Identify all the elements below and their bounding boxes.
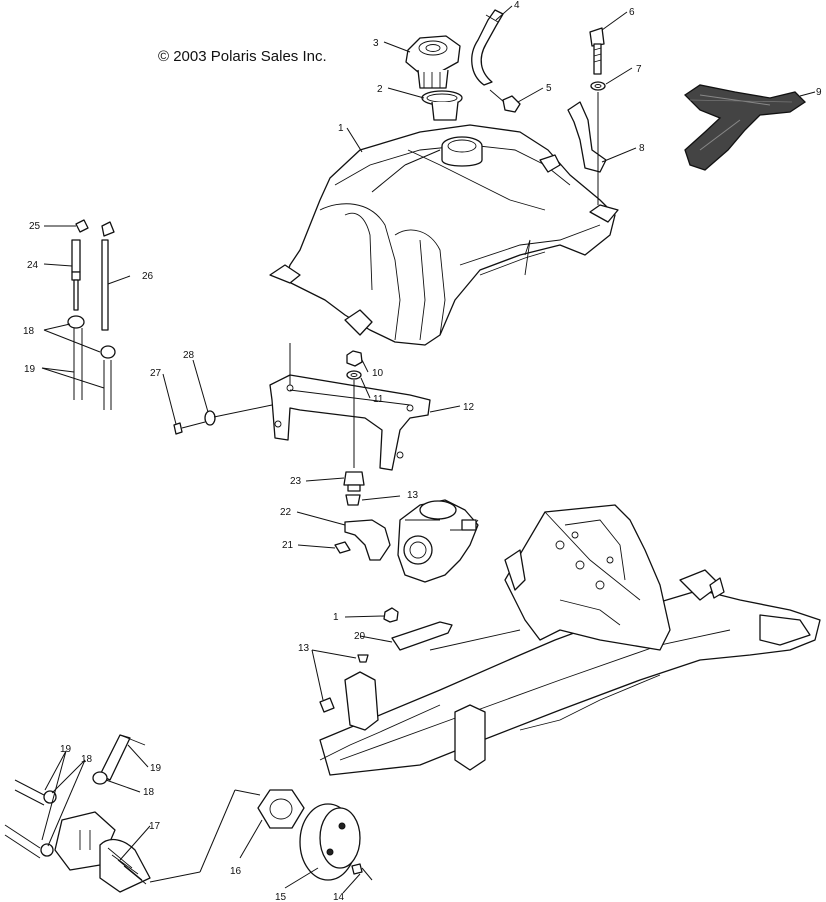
callout-14: 14: [333, 892, 345, 902]
bolt-13b: [319, 697, 335, 713]
support-bracket: [269, 343, 431, 471]
carburetor: [397, 499, 479, 583]
callout-23: 23: [290, 476, 302, 487]
callout-9: 9: [816, 87, 822, 98]
callout-18-lower-b: 18: [143, 787, 155, 798]
callout-3: 3: [373, 38, 379, 49]
callout-13-frame: 13: [298, 643, 310, 654]
filler-cap: [405, 35, 461, 89]
callout-24: 24: [27, 260, 39, 271]
callout-19-upper: 19: [24, 364, 36, 375]
vent-hose: [471, 9, 504, 86]
bolt-27: [173, 421, 206, 435]
bolt: [589, 27, 605, 75]
foam-pad: [683, 84, 807, 171]
callout-4: 4: [514, 0, 520, 11]
filler-neck: [431, 101, 459, 121]
callout-26: 26: [142, 271, 154, 282]
leader-lines: [41, 5, 816, 894]
screw-14: [351, 863, 373, 881]
callout-15: 15: [275, 892, 287, 902]
knob-15: [299, 803, 361, 881]
callout-27: 27: [150, 368, 162, 379]
callout-10: 10: [372, 368, 384, 379]
rubber-mount: [343, 471, 365, 492]
screw-21: [334, 541, 351, 554]
callout-22: 22: [280, 507, 292, 518]
callout-25: 25: [29, 221, 41, 232]
hex-nut-16: [257, 789, 305, 829]
callout-19-lower-a: 19: [60, 744, 72, 755]
callout-21: 21: [282, 540, 294, 551]
carb-fitting: [345, 494, 361, 506]
callout-5: 5: [546, 83, 552, 94]
callout-12: 12: [463, 402, 475, 413]
carb-bracket: [344, 519, 391, 561]
callout-1-tank: 1: [338, 123, 344, 134]
callout-6: 6: [629, 7, 635, 18]
frame: [319, 504, 821, 776]
callout-28: 28: [183, 350, 195, 361]
washer-28: [204, 404, 273, 426]
washer-11: [346, 370, 362, 380]
callout-17: 17: [149, 821, 161, 832]
callout-13-carb: 13: [407, 490, 419, 501]
callout-11: 11: [373, 394, 384, 405]
callout-7: 7: [636, 64, 642, 75]
callout-19-lower-b: 19: [150, 763, 162, 774]
copyright-notice: © 2003 Polaris Sales Inc.: [158, 48, 327, 65]
callout-2: 2: [377, 84, 383, 95]
callout-18-lower-a: 18: [81, 754, 93, 765]
callout-1-frame: 1: [333, 612, 339, 623]
fuel-tank: [269, 124, 619, 346]
frame-bracket-20: [391, 621, 453, 651]
callout-8: 8: [639, 143, 645, 154]
washer: [590, 81, 606, 91]
callout-16: 16: [230, 866, 242, 877]
cable-upper-left: [67, 219, 116, 410]
cable-lower-left: [4, 734, 261, 893]
callout-20: 20: [354, 631, 366, 642]
nut: [346, 350, 363, 367]
callout-labels: 1 2 3 4 5 6 7 8 9 10 11 12 13 13 14 15 1…: [23, 0, 822, 902]
frame-nut: [383, 607, 399, 623]
bolt-13a: [357, 654, 369, 663]
callout-18-upper: 18: [23, 326, 35, 337]
vent-fitting: [489, 89, 521, 113]
tank-bracket: [567, 92, 607, 205]
